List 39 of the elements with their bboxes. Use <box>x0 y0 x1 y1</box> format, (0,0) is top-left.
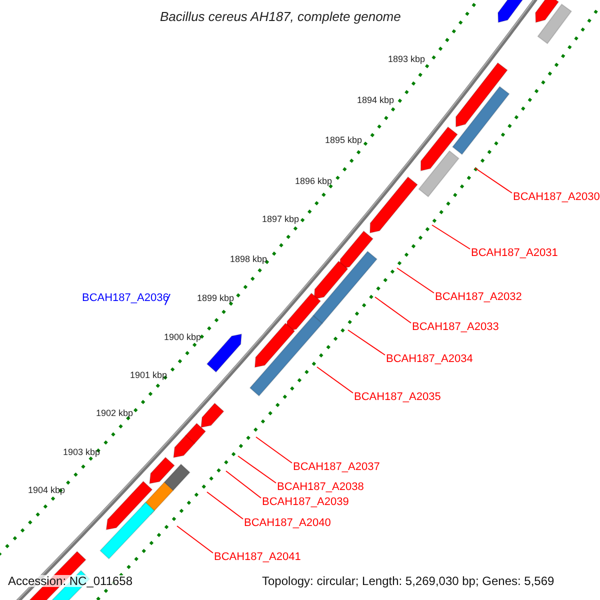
leader-line <box>348 330 386 356</box>
gene-label: BCAH187_A2037 <box>293 461 380 473</box>
tick-label: 1902 kbp <box>96 407 134 419</box>
leader-line <box>238 456 276 484</box>
tick-label: 1899 kbp <box>197 292 234 304</box>
tick-label: 1904 kbp <box>28 484 66 496</box>
leader-line <box>432 224 470 250</box>
tick-label: 1897 kbp <box>262 213 300 225</box>
tick-label: 1894 kbp <box>357 94 394 106</box>
gene-label: BCAH187_A2039 <box>262 496 349 508</box>
tick-label: 1901 kbp <box>130 369 168 381</box>
gene-label: BCAH187_A2034 <box>386 353 473 365</box>
gene-label: BCAH187_A2033 <box>412 321 499 333</box>
gene-label: BCAH187_A2038 <box>277 481 364 493</box>
gene-label: BCAH187_A2032 <box>435 291 522 303</box>
gene-label: BCAH187_A2030 <box>513 191 600 203</box>
leader-line <box>176 526 214 554</box>
tick-label: 1896 kbp <box>295 175 332 187</box>
gene-label: BCAH187_A2041 <box>214 551 301 563</box>
leader-line <box>374 296 412 324</box>
leader-line <box>164 294 170 306</box>
tick-label: 1898 kbp <box>230 253 268 265</box>
tick-label: 1903 kbp <box>63 446 100 458</box>
tick-label: 1900 kbp <box>164 331 202 343</box>
leader-line <box>474 168 512 194</box>
footer-text: Topology: circular; Length: 5,269,030 bp; Genes: 5,569 <box>262 575 554 587</box>
gene-label: BCAH187_A2036 <box>82 292 169 304</box>
tick-label: 1895 kbp <box>325 134 362 146</box>
leader-line <box>256 436 292 464</box>
leader-line <box>226 470 262 498</box>
gene-label: BCAH187_A2031 <box>471 247 558 259</box>
leader-line <box>206 492 244 520</box>
title: Bacillus cereus AH187, complete genome <box>160 11 401 23</box>
leader-line <box>396 268 434 294</box>
tick-label: 1893 kbp <box>388 53 426 65</box>
gene-label: BCAH187_A2035 <box>354 391 441 403</box>
leader-line <box>316 366 354 394</box>
gene-label: BCAH187_A2040 <box>244 517 331 529</box>
footer-text: Accession: NC_011658 <box>8 575 133 587</box>
